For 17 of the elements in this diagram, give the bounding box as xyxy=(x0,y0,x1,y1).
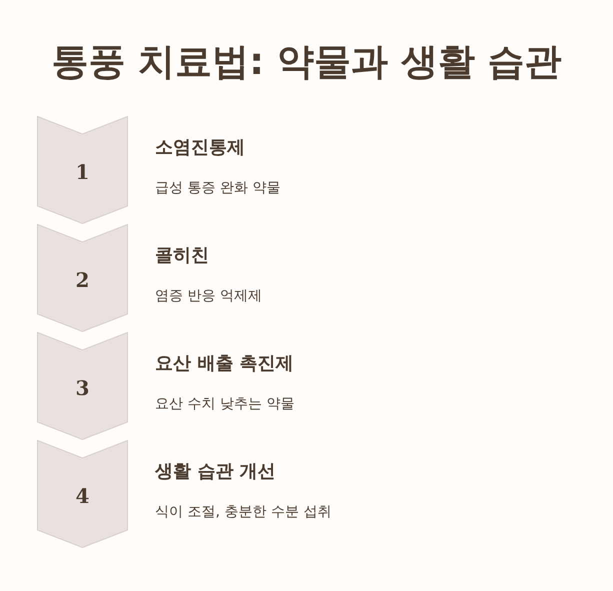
chevron-step xyxy=(37,224,128,332)
chevron-step xyxy=(37,440,128,548)
step-description: 급성 통증 완화 약물 xyxy=(155,179,280,198)
step-number: 4 xyxy=(74,484,90,508)
step-description: 식이 조절, 충분한 수분 섭취 xyxy=(155,503,332,522)
step-heading: 콜히친 xyxy=(155,244,209,268)
step-number: 2 xyxy=(74,268,90,292)
step-heading: 소염진통제 xyxy=(155,136,245,160)
step-heading: 생활 습관 개선 xyxy=(155,460,276,484)
title: 통풍 치료법: 약물과 생활 습관 xyxy=(50,39,563,85)
chevron-step xyxy=(37,116,128,224)
chevron-step xyxy=(37,332,128,440)
step-description: 요산 수치 낮추는 약물 xyxy=(155,395,294,414)
step-description: 염증 반응 억제제 xyxy=(155,287,262,306)
step-number: 3 xyxy=(74,376,90,400)
step-number: 1 xyxy=(74,160,90,184)
step-heading: 요산 배출 촉진제 xyxy=(155,352,294,376)
